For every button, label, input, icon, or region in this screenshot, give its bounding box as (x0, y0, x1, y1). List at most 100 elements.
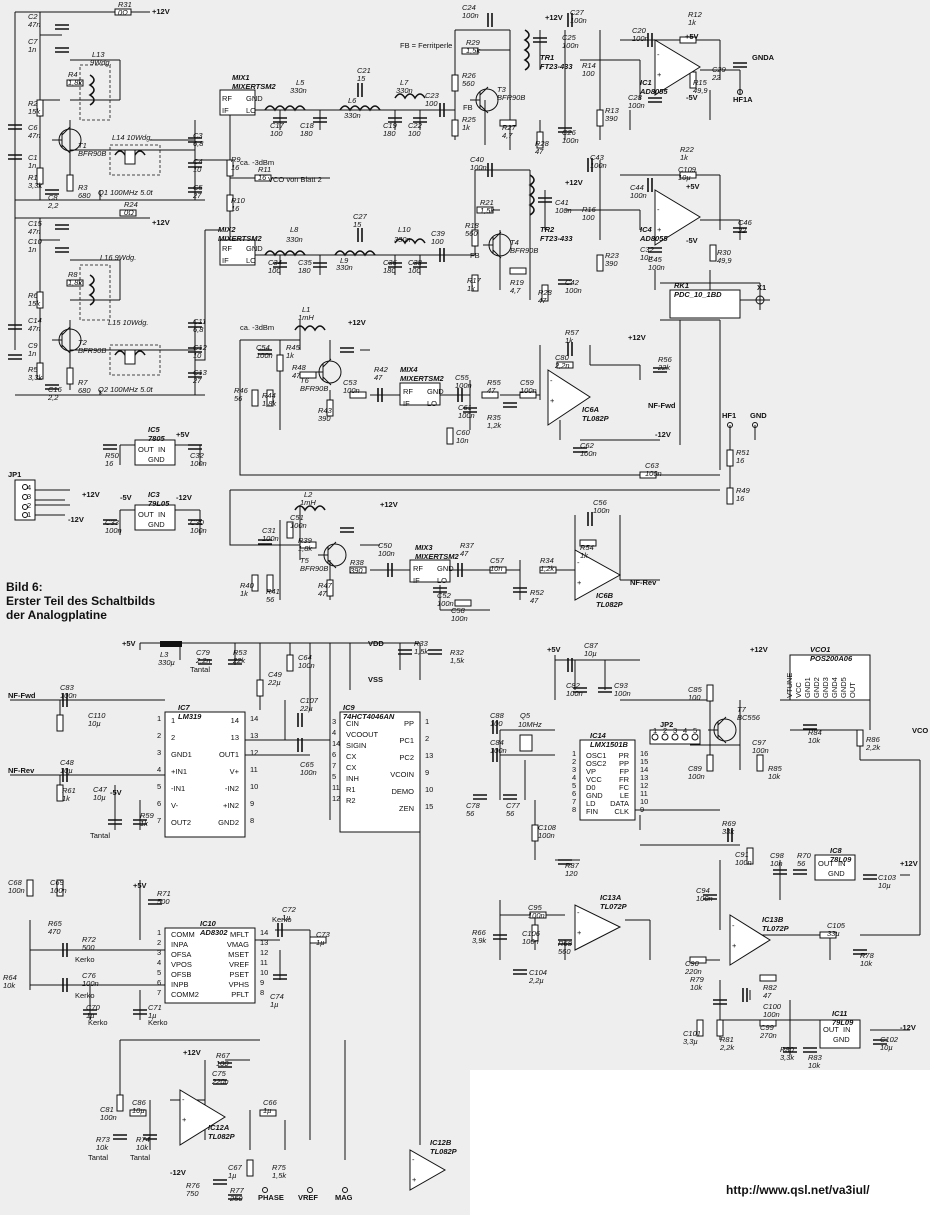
component-c38-55: C38 (408, 258, 423, 267)
source-url[interactable]: http://www.qsl.net/va3iul/ (726, 1183, 870, 1197)
component-r52-112: R52 (530, 588, 545, 597)
component-c84-157: C84 (490, 738, 504, 747)
opamp2-plus: + (550, 396, 555, 405)
component-r71-134: R71 (157, 889, 171, 898)
component-c79-116: C79 (196, 648, 211, 657)
component-c30-value-99: 100n (190, 526, 207, 535)
ic9-part: 74HCT4046AN (343, 712, 395, 721)
ic9-pinnum-left-4: 7 (332, 761, 336, 770)
inductor-l8_v: 330n (286, 235, 303, 244)
component-c71-value-138: 1µ (148, 1011, 157, 1020)
component-r81-186: R81 (720, 1035, 734, 1044)
component-r76-value-151: 750 (186, 1189, 199, 1198)
reg3-pin-gnd: GND (833, 1035, 850, 1044)
component-c91-value-168: 100n (735, 858, 752, 867)
opamp6-minus: - (577, 908, 580, 917)
ic7-pinnum-left-1: 2 (157, 731, 161, 740)
component-c7-2: C7 (28, 37, 38, 46)
component-c103-value-171: 10µ (878, 881, 891, 890)
ic14-pin-right-6: DATA (610, 799, 629, 808)
mixer2-pin-2: IF (403, 399, 410, 408)
component-r70-value-170: 56 (797, 859, 806, 868)
t4-ref: T4 (510, 238, 519, 247)
component-r54-115: R54 (580, 543, 594, 552)
component-r38-value-106: 390 (350, 566, 363, 575)
inductor-l16: L16 9Wdg. (100, 253, 136, 262)
ic7-pin-right-0: 14 (231, 716, 239, 725)
component-c91-168: C91 (735, 850, 749, 859)
component-c34-51: C34 (268, 258, 282, 267)
nf-fwd-input: NF-Fwd (8, 691, 36, 700)
crystal-q2: Q2 100MHz 5.0t (98, 385, 154, 394)
component-c64-value-119: 100n (298, 661, 315, 670)
component-r9-value-26: 16 (231, 163, 240, 172)
component-c13-25: C13 (193, 368, 208, 377)
component-r35-87: R35 (487, 413, 502, 422)
component-r19-value-61: 4,7 (510, 286, 521, 295)
component-r68-176: R68 (558, 939, 573, 948)
reg2-pin-in: IN (838, 859, 846, 868)
component-r54-value-115: 1k (580, 551, 589, 560)
component-r69-value-167: 33k (722, 827, 735, 836)
component-c27-53: C27 (353, 212, 368, 221)
component-c20-46: C20 (632, 26, 647, 35)
component-c82-value-154: 100n (566, 689, 583, 698)
component-c28-50: C28 (628, 93, 643, 102)
rail-label-5: +12V (380, 500, 398, 509)
mixer1-pin-3: LO (246, 256, 256, 265)
ic7-pin-left-1: 2 (171, 733, 175, 742)
ic10-pin-right-5: VPHS (229, 980, 249, 989)
component-c3-value-10: 6,8 (193, 139, 204, 148)
component-c110-123: C110 (88, 711, 106, 720)
component-c83-value-122: 100n (60, 691, 77, 700)
component-c85-value-160: 100 (688, 693, 701, 702)
component-r2-4: R2 (28, 99, 38, 108)
component-c17-29: C17 (270, 121, 285, 130)
vco1-pin-6: GND5 (839, 677, 848, 698)
component-r17-60: R17 (467, 276, 482, 285)
mixer3-pin-2: IF (413, 576, 420, 585)
component-r70-170: R70 (797, 851, 812, 860)
component-r51-94: R51 (736, 448, 750, 457)
component-c24-value-35: 100n (462, 11, 479, 20)
opamp1-minus: - (657, 205, 660, 214)
ic10-pin-right-6: PFLT (231, 990, 249, 999)
ic9-pinnum-left-1: 4 (332, 728, 336, 737)
component-c24-35: C24 (462, 3, 476, 12)
vco1-ref: VCO1 (810, 645, 830, 654)
rail-label-11: -5V (120, 493, 132, 502)
ic7-pin-right-3: V+ (230, 767, 240, 776)
jp1-pin-0: 4 (27, 483, 31, 492)
ic14-pin-left-7: FIN (586, 807, 598, 816)
ic10-pin-left-3: VPOS (171, 960, 192, 969)
ic10-pin-right-4: PSET (229, 970, 249, 979)
component-c20-value-46: 100n (632, 34, 649, 43)
opamp6-plus: + (577, 928, 582, 937)
ic7-pin-right-4: -IN2 (225, 784, 239, 793)
component-c1-6: C1 (28, 153, 38, 162)
component-r2-value-4: 15k (28, 107, 41, 116)
component-c99-value-184: 270n (759, 1031, 777, 1040)
component-r21-58: R21 (480, 198, 494, 207)
mixer3-pin-3: LO (437, 576, 447, 585)
ic9-pinnum-left-5: 5 (332, 772, 336, 781)
ic1-part: AD8055 (639, 87, 668, 96)
rail-label-26: +5V (547, 645, 561, 654)
component-r56-91: R56 (658, 355, 673, 364)
component-c95-value-173: 100n (528, 911, 545, 920)
component-r28-value-40: 47 (535, 147, 544, 156)
component-r86-value-164: 2,2k (865, 743, 881, 752)
jp1-pin-1: 3 (27, 492, 31, 501)
ic13b-part: TL072P (762, 924, 790, 933)
t1-ref: T1 (78, 141, 87, 150)
component-r50-value-96: 16 (105, 459, 114, 468)
component-c29-value-49: 22 (711, 73, 721, 82)
component-r41-103: R41 (266, 587, 280, 596)
component-r74-147: R74 (136, 1135, 150, 1144)
ic9-pinnum-right-5: 15 (425, 802, 433, 811)
inductor-l1_v: 1mH (298, 313, 314, 322)
ic7-pinnum-right-1: 13 (250, 731, 258, 740)
inductor-l13: L13 (92, 50, 105, 59)
